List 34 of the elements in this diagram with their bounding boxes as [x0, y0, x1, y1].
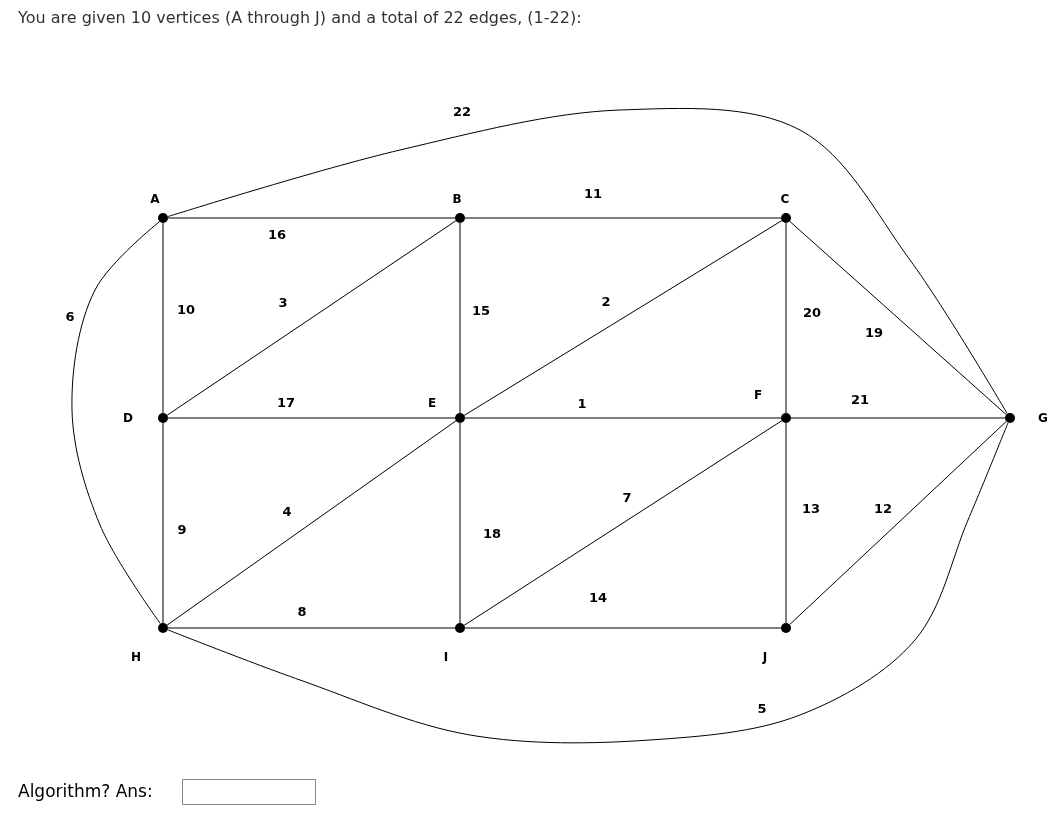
curved-edge: [167, 422, 1009, 744]
edge-line: [790, 417, 1006, 419]
vertex-label: D: [123, 411, 133, 425]
vertex-label: E: [427, 396, 437, 410]
edge-line: [463, 420, 783, 626]
edge-line: [459, 422, 461, 624]
vertex-label: C: [780, 192, 790, 206]
edge-line: [464, 627, 782, 629]
edge-line: [162, 422, 164, 624]
vertex-label: I: [443, 650, 449, 664]
edge-line: [166, 420, 457, 626]
curved-edge: [167, 107, 1008, 415]
heading-text: You are given 10 vertices (A through J) and a total of 22 edges, (1-22):: [18, 8, 582, 27]
edge-line: [789, 220, 1007, 416]
edge-line: [167, 417, 456, 419]
vertex-label: B: [452, 192, 462, 206]
vertex-label: H: [131, 650, 141, 664]
edge-line: [167, 217, 456, 219]
vertex-label: F: [753, 388, 763, 402]
question-text: Algorithm? Ans:: [18, 781, 153, 801]
vertex-label: A: [150, 192, 160, 206]
edge-line: [167, 627, 456, 629]
edge-line: [464, 217, 782, 219]
curved-edge: [71, 221, 161, 625]
vertex-label: G: [1038, 411, 1048, 425]
edge-line: [789, 420, 1007, 626]
edge-line: [785, 422, 787, 624]
edge-line: [785, 222, 787, 414]
edge-line: [162, 222, 164, 414]
edge-line: [166, 220, 457, 416]
vertex-label: J: [762, 650, 768, 664]
edge-line: [459, 222, 461, 414]
edge-line: [463, 220, 783, 416]
edge-line: [464, 417, 782, 419]
